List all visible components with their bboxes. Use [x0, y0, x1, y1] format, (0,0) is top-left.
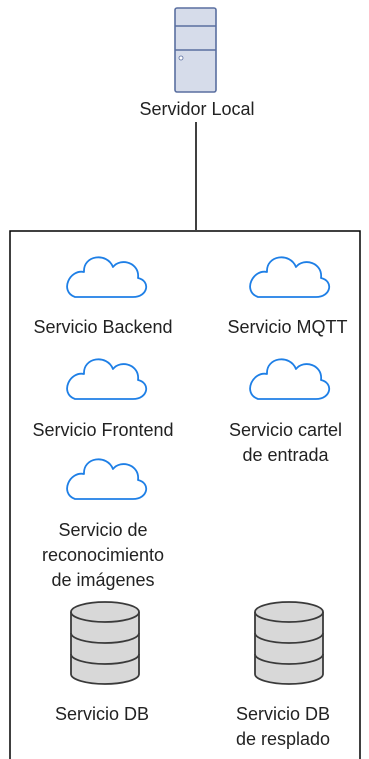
cloud-icon — [249, 358, 330, 400]
cloud-icon — [66, 458, 147, 500]
cloud-icon — [66, 256, 147, 298]
service-label-backend: Servicio Backend — [33, 317, 173, 337]
service-label-image-recognition: Servicio de reconocimiento de imágenes — [41, 520, 165, 590]
database-icon — [254, 601, 324, 685]
database-icon — [70, 601, 140, 685]
service-label-frontend: Servicio Frontend — [32, 420, 174, 440]
database-label-primary: Servicio DB — [54, 704, 150, 724]
cloud-icon — [66, 358, 147, 400]
server-label: Servidor Local — [139, 99, 255, 119]
service-label-mqtt: Servicio MQTT — [227, 317, 348, 337]
services-container-bracket — [9, 230, 361, 759]
service-label-entrance-sign: Servicio cartel de entrada — [228, 420, 343, 465]
database-label-backup: Servicio DB de resplado — [235, 704, 331, 749]
server-tower-icon — [174, 7, 217, 93]
cloud-icon — [249, 256, 330, 298]
